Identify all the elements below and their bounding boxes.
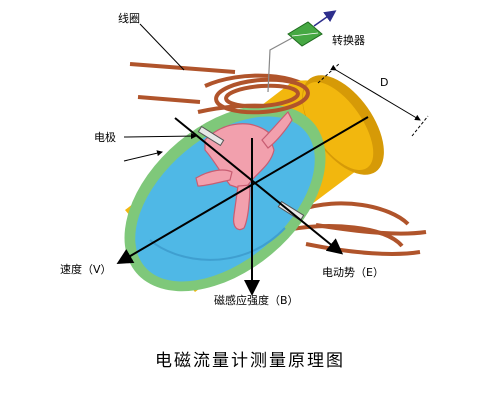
diameter-label: D (380, 76, 388, 89)
axes (116, 116, 369, 296)
velocity-axis (116, 116, 369, 265)
electrode-leader (123, 133, 197, 140)
coil-leader (139, 23, 185, 71)
leader-lines (123, 23, 197, 162)
emf-axis (174, 117, 344, 255)
converter-output-arrow (313, 10, 337, 27)
velocity-label: 速度（V） (60, 262, 112, 276)
lining-leader (123, 150, 163, 162)
diameter-dimension (317, 62, 429, 137)
emf-label: 电动势（E） (322, 266, 384, 279)
converter (267, 10, 337, 93)
electrode-label: 电极 (94, 130, 116, 144)
converter-label: 转换器 (332, 33, 365, 47)
flux-density-label: 磁感应强度（B） (214, 293, 299, 307)
coil-label: 线圈 (118, 11, 140, 25)
diagram-caption: 电磁流量计测量原理图 (155, 351, 345, 371)
